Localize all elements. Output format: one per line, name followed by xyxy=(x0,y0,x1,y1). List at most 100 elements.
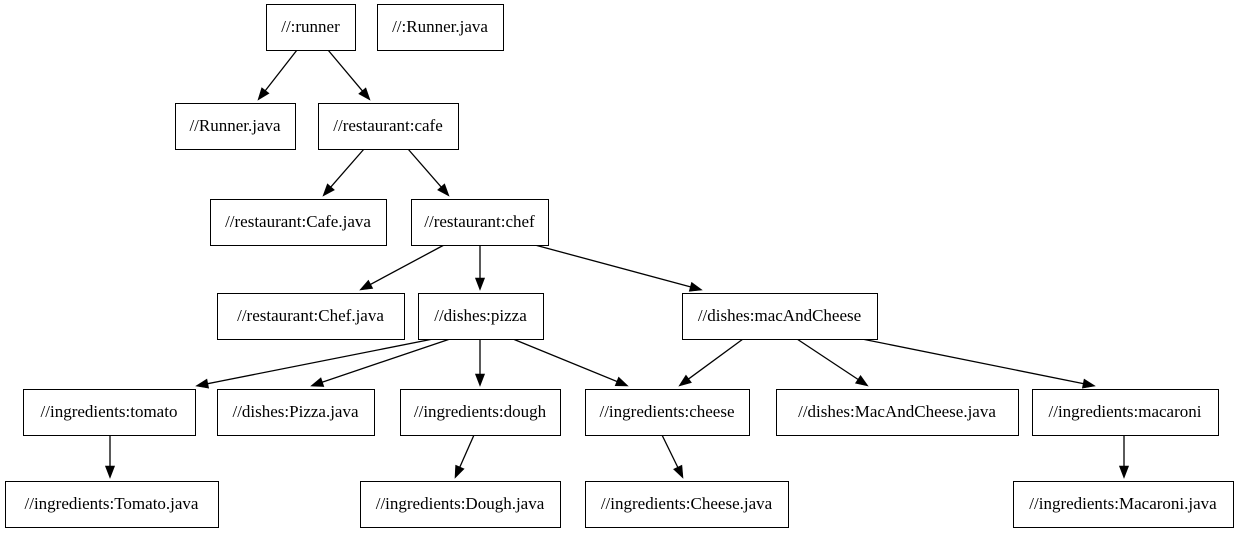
node-label: //restaurant:Chef.java xyxy=(237,306,384,325)
graph-node-runner[interactable]: //:runner xyxy=(266,4,356,51)
graph-node-ingredients_tomato[interactable]: //ingredients:tomato xyxy=(23,389,196,436)
graph-edge xyxy=(1118,435,1130,479)
graph-edge xyxy=(327,49,371,101)
node-label: //ingredients:Tomato.java xyxy=(25,494,199,513)
edge-line xyxy=(661,434,680,470)
graph-node-ingredients_tomato_java[interactable]: //ingredients:Tomato.java xyxy=(5,481,219,528)
edge-line xyxy=(512,338,619,383)
graph-edge xyxy=(512,338,629,387)
arrowhead-icon xyxy=(359,279,374,291)
node-label: //:runner xyxy=(281,17,340,36)
graph-edge xyxy=(796,338,869,387)
graph-edge xyxy=(310,338,451,387)
node-label: //ingredients:Dough.java xyxy=(376,494,545,513)
nodes-layer: //:runner //:Runner.java //Runner.java //re… xyxy=(5,4,1234,528)
graph-edge xyxy=(454,434,475,479)
arrowhead-icon xyxy=(678,374,692,387)
edge-line xyxy=(534,244,693,289)
node-label: //:Runner.java xyxy=(392,17,488,36)
arrowhead-icon xyxy=(257,87,270,101)
edge-line xyxy=(458,434,475,470)
node-box xyxy=(1032,389,1219,436)
graph-edge xyxy=(195,338,434,389)
graph-node-ingredients_cheese[interactable]: //ingredients:cheese xyxy=(585,389,750,436)
arrowhead-icon xyxy=(614,376,629,387)
node-label: //restaurant:chef xyxy=(424,212,535,231)
graph-edge xyxy=(534,244,703,292)
graph-node-runner_java[interactable]: //Runner.java xyxy=(175,103,296,150)
graph-edge xyxy=(474,339,486,387)
graph-edge xyxy=(104,435,116,479)
arrowhead-icon xyxy=(104,465,116,479)
node-label: //dishes:MacAndCheese.java xyxy=(798,402,996,421)
node-box xyxy=(360,481,561,528)
arrowhead-icon xyxy=(474,373,486,387)
arrowhead-icon xyxy=(1118,465,1130,479)
node-label: //ingredients:cheese xyxy=(599,402,734,421)
node-label: //dishes:pizza xyxy=(434,306,527,325)
edge-line xyxy=(861,338,1086,385)
graph-node-restaurant_cafe[interactable]: //restaurant:cafe xyxy=(318,103,459,150)
edge-line xyxy=(327,49,365,93)
node-label: //ingredients:macaroni xyxy=(1049,402,1202,421)
arrowhead-icon xyxy=(322,183,335,197)
arrowhead-icon xyxy=(195,378,210,389)
node-box xyxy=(1013,481,1234,528)
node-label: //ingredients:dough xyxy=(414,402,547,421)
node-label: //dishes:macAndCheese xyxy=(698,306,861,325)
edge-line xyxy=(686,338,744,381)
node-box xyxy=(5,481,219,528)
node-box xyxy=(266,4,356,51)
graph-edge xyxy=(407,148,450,197)
graph-node-ingredients_cheese_java[interactable]: //ingredients:Cheese.java xyxy=(585,481,789,528)
graph-edge xyxy=(678,338,744,387)
node-box xyxy=(682,293,878,340)
edge-line xyxy=(205,338,434,385)
node-label: //restaurant:Cafe.java xyxy=(225,212,371,231)
graph-edge xyxy=(257,49,298,101)
graph-edge xyxy=(661,434,684,479)
graph-node-ingredients_macaroni[interactable]: //ingredients:macaroni xyxy=(1032,389,1219,436)
graph-node-dishes_macandcheese_java[interactable]: //dishes:MacAndCheese.java xyxy=(776,389,1019,436)
node-box xyxy=(23,389,196,436)
arrowhead-icon xyxy=(474,277,486,291)
node-box xyxy=(776,389,1019,436)
node-label: //restaurant:cafe xyxy=(333,116,443,135)
graph-node-dishes_pizza_java[interactable]: //dishes:Pizza.java xyxy=(217,389,375,436)
graph-node-root_runner_java[interactable]: //:Runner.java xyxy=(377,4,504,51)
graph-edge xyxy=(322,148,365,197)
node-box xyxy=(318,103,459,150)
node-box xyxy=(217,293,405,340)
node-box xyxy=(175,103,296,150)
node-box xyxy=(400,389,561,436)
graph-node-restaurant_cafe_java[interactable]: //restaurant:Cafe.java xyxy=(210,199,387,246)
edge-line xyxy=(796,338,861,382)
graph-node-ingredients_dough_java[interactable]: //ingredients:Dough.java xyxy=(360,481,561,528)
edge-line xyxy=(263,49,298,93)
edge-line xyxy=(329,148,365,189)
arrowhead-icon xyxy=(454,464,465,479)
graph-edge xyxy=(474,245,486,291)
graph-node-ingredients_dough[interactable]: //ingredients:dough xyxy=(400,389,561,436)
edge-line xyxy=(368,244,445,286)
graph-node-restaurant_chef[interactable]: //restaurant:chef xyxy=(411,199,549,246)
graph-edge xyxy=(359,244,445,291)
graph-node-restaurant_chef_java[interactable]: //restaurant:Chef.java xyxy=(217,293,405,340)
edges-layer xyxy=(104,49,1130,479)
arrowhead-icon xyxy=(310,377,325,387)
graph-node-dishes_macandcheese[interactable]: //dishes:macAndCheese xyxy=(682,293,878,340)
graph-node-ingredients_macaroni_java[interactable]: //ingredients:Macaroni.java xyxy=(1013,481,1234,528)
node-box xyxy=(411,199,549,246)
node-box xyxy=(217,389,375,436)
edge-line xyxy=(407,148,443,189)
node-box xyxy=(585,481,789,528)
node-box xyxy=(210,199,387,246)
arrowhead-icon xyxy=(437,183,450,197)
arrowhead-icon xyxy=(1081,378,1096,389)
graph-node-dishes_pizza[interactable]: //dishes:pizza xyxy=(418,293,544,340)
arrowhead-icon xyxy=(688,281,703,292)
node-label: //dishes:Pizza.java xyxy=(232,402,359,421)
arrowhead-icon xyxy=(673,464,684,479)
